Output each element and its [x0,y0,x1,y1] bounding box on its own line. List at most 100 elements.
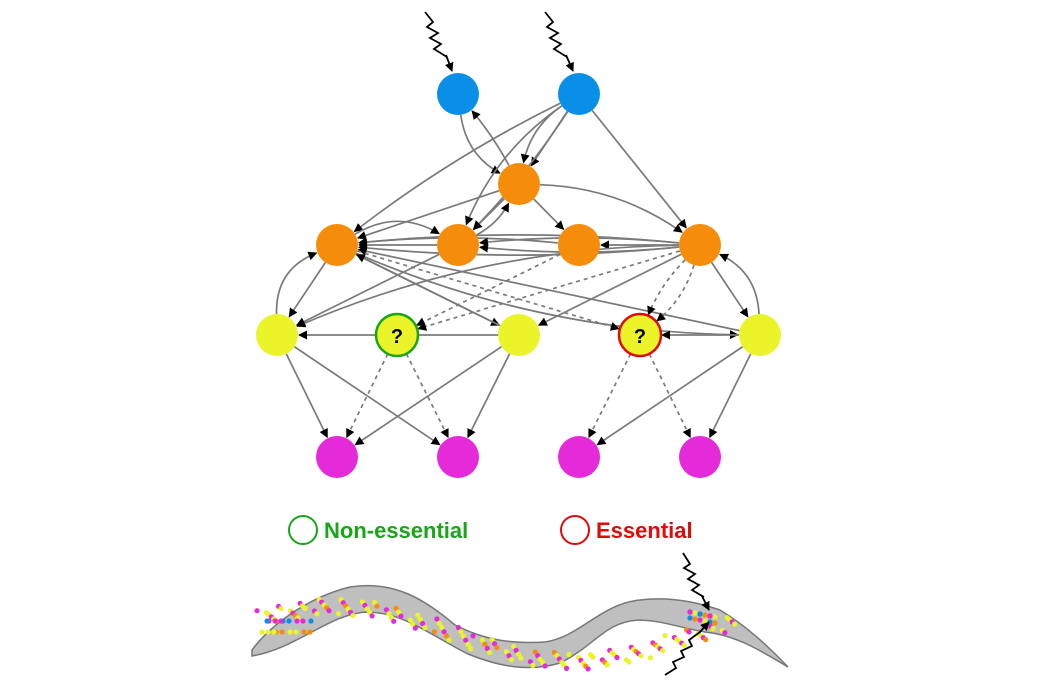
worm-stimulus-arrow-top [701,595,710,611]
worm-dot [542,663,548,669]
edge-I1-H1-21 [288,262,327,318]
inter-neuron-i0 [498,163,540,205]
worm-dot [702,612,708,618]
worm-dot [278,605,284,612]
worm-dot [415,612,421,618]
dashed-edge-I1-H4-2 [356,250,620,331]
edge-H5-M3-36 [596,346,744,446]
edge-I0-I2-9 [472,198,505,231]
stimulus-bolt-1 [424,11,448,58]
worm-dot [487,649,493,656]
worm-dot [420,620,426,627]
worm-dot [417,616,423,623]
worm-dot [722,630,728,636]
dashed-edge-I4-H4-4 [647,259,686,316]
worm-dot [494,645,500,651]
inter-neuron-i2 [437,224,479,266]
dashed-edge-H4-M3-7 [588,353,632,439]
worm-dot [259,629,265,635]
worm-dot [516,651,522,657]
worm-dot [710,625,716,632]
edge-H1-I1-22 [275,251,318,315]
edge-I4-H3-25 [537,253,682,326]
worm-dot [369,613,375,619]
worm-stimulus-bolt-bottom [664,631,701,676]
worm-dot [286,618,292,624]
edge-I4-H1-24 [296,244,680,328]
edge-H3-M2-34 [467,353,511,439]
worm-dot [410,621,416,627]
edge-S2-I0-3 [520,105,563,164]
worm-dot [439,624,445,631]
worm-dot [302,605,308,612]
worm-dot [518,655,524,661]
edge-H5-I4-27 [719,253,760,315]
worm-dot [278,618,284,624]
worm-dot [412,625,418,631]
worm-dot [697,611,703,617]
worm-dot [470,633,476,639]
worm-dot [326,608,332,614]
unknown-node-label-left: ? [391,326,403,348]
worm-dot [458,629,464,635]
inter-neuron-i1 [316,224,358,266]
worm-stimulus-bolt-top [682,552,705,598]
worm-dot [662,633,668,639]
edge-I0-I3-10 [533,198,565,230]
unknown-node-labels: ? ? [391,326,646,348]
edge-I1-H5-29 [355,252,739,340]
worm-dot [681,642,687,648]
worm-dot [482,641,488,647]
worm-dot [687,615,693,621]
edge-S2-I1-4 [353,102,561,233]
worm-dot [585,666,591,672]
worm-dot [287,629,293,635]
hidden-neuron-h1 [256,314,298,356]
worm-dot [732,621,738,627]
worm-neuron-dots [254,596,738,672]
worm-dot [468,646,474,652]
dashed-edge-I4-H2-0 [417,250,681,331]
worm-dot [479,637,485,643]
worm-dot [279,629,285,635]
edge-I0-I1-8 [357,189,500,240]
worm-dot [444,633,450,639]
non-essential-legend-label: Non-essential [324,518,469,543]
worm-dot [272,618,278,624]
worm-dot [463,637,469,643]
worm-dot [300,618,306,624]
worm-dot [436,620,442,626]
edge-S2-I4-7 [591,109,687,229]
motor-neuron-m2 [437,436,479,478]
stimulus-bolt-2 [544,11,568,58]
worm-dot [697,617,703,623]
essential-legend-icon [560,515,590,545]
worm-dot [398,613,404,619]
worm-dot [388,614,394,621]
worm-dot [372,599,378,606]
worm-dot [511,643,517,650]
dashed-edge-H2-M1-5 [345,353,389,439]
worm-dot [265,629,271,635]
worm-dot [687,609,693,615]
edge-H1-M1-31 [285,353,329,439]
worm-dot [660,648,666,654]
edge-S1-I0-0 [459,114,501,174]
worm-dot [264,618,270,624]
neurons [256,73,781,478]
inter-neuron-i3 [558,224,600,266]
unknown-node-label-right: ? [634,326,646,348]
motor-neuron-m3 [558,436,600,478]
non-essential-legend-icon [288,515,318,545]
hidden-neuron-h5 [739,314,781,356]
worm-stimulus-arrow-bottom [698,621,710,634]
edge-I4-H5-26 [710,262,749,318]
worm-dot [446,637,452,643]
hidden-neuron-h3 [498,314,540,356]
worm-dot [383,607,389,613]
edge-H1-M2-32 [293,346,441,446]
worm-dot [564,665,570,672]
worm-dot [374,603,380,609]
edge-I0-I4-11 [539,183,683,233]
